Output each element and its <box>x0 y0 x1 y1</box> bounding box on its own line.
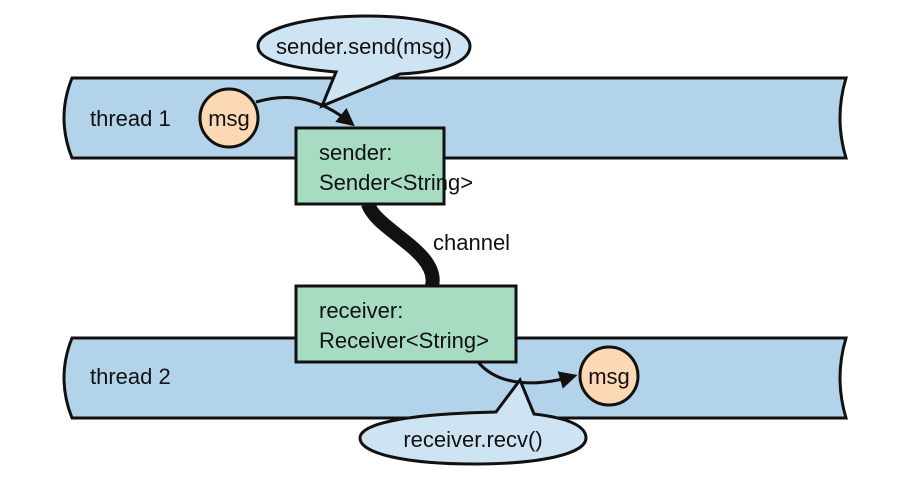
sender-box-rect <box>294 126 446 206</box>
sender-box-line-1: sender: <box>319 140 392 165</box>
channel-line <box>361 201 440 288</box>
thread-2-band: thread 2 <box>62 336 849 420</box>
receiver-box-line-2: Receiver<String> <box>319 328 489 353</box>
message-2: msg <box>578 345 640 407</box>
send-callout: sender.send(msg) <box>256 14 472 109</box>
message-1-circle <box>198 87 260 149</box>
send-callout-label: sender.send(msg) <box>276 34 452 59</box>
message-1-label: msg <box>208 106 250 131</box>
message-1: msg <box>198 87 260 149</box>
receiver-box-rect <box>294 284 518 364</box>
sender-box-line-2: Sender<String> <box>319 170 473 195</box>
recv-callout-label: receiver.recv() <box>403 427 542 452</box>
message-2-circle <box>578 345 640 407</box>
receiver-box: receiver: Receiver<String> <box>294 284 518 364</box>
send-callout-shape <box>256 14 472 109</box>
thread-2-shape <box>62 336 849 420</box>
message-2-label: msg <box>588 364 630 389</box>
thread-1-band: thread 1 <box>62 76 849 160</box>
recv-callout: receiver.recv() <box>358 376 588 466</box>
thread-1-shape <box>62 76 849 160</box>
thread-1-label: thread 1 <box>90 106 171 131</box>
send-arrow <box>255 95 355 127</box>
receiver-box-line-1: receiver: <box>319 298 403 323</box>
thread-2-label: thread 2 <box>90 364 171 389</box>
channel-label: channel <box>433 230 510 255</box>
recv-callout-shape <box>358 376 588 466</box>
sender-box: sender: Sender<String> <box>294 126 473 206</box>
